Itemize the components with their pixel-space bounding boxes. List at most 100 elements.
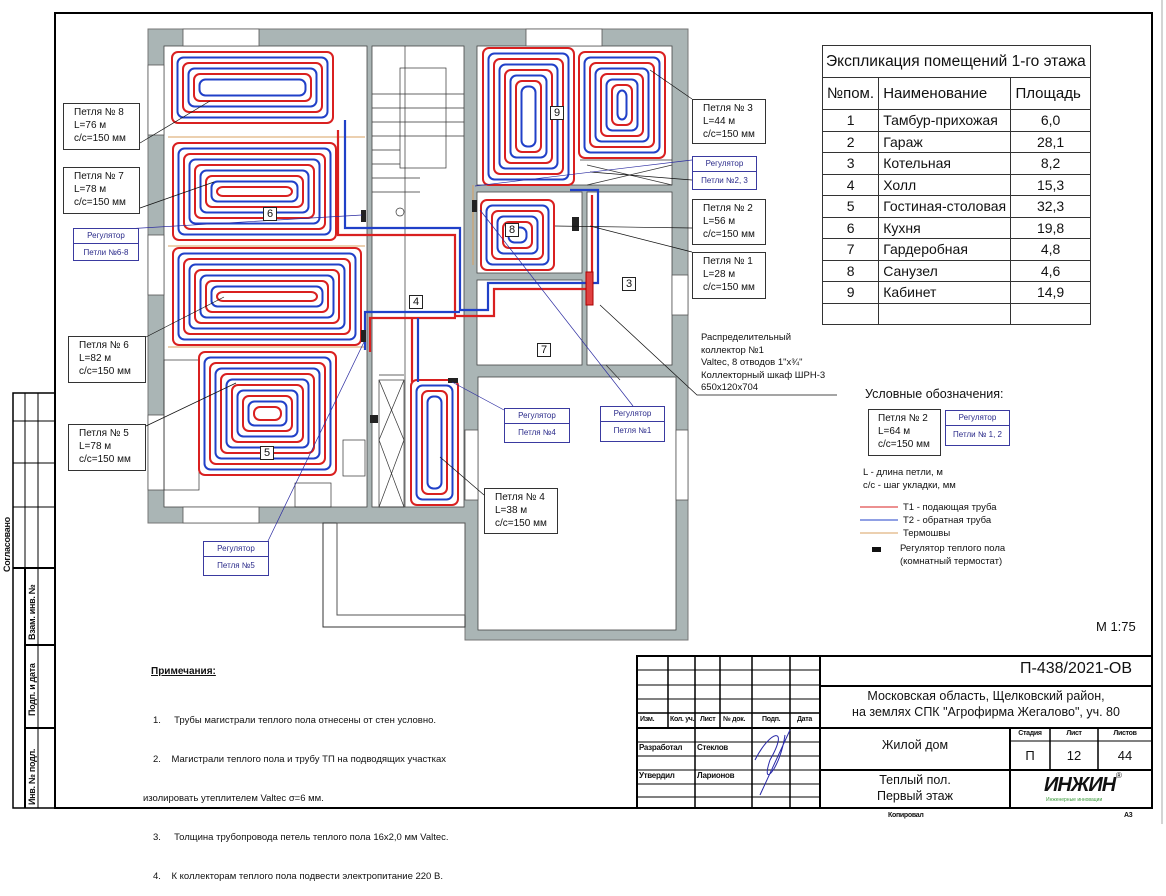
thermostat-symbols [361, 200, 579, 423]
legend-l-desc: L - длина петли, м [863, 467, 943, 478]
room-label-4: 4 [409, 295, 423, 309]
registered-mark: ® [1116, 771, 1122, 780]
drawing-title-1: Теплый пол. [879, 773, 951, 787]
document-code: П-438/2021-ОВ [1020, 660, 1133, 677]
loop-length: L=56 м [703, 216, 736, 227]
loop-name: Петля № 1 [703, 256, 753, 267]
loop-ring [194, 164, 315, 219]
cell-number: 9 [821, 281, 880, 304]
regulator-loops: Петля №4 [518, 428, 556, 437]
company-logo: ИНЖИН [1044, 774, 1116, 796]
room-label-3: 3 [622, 277, 636, 291]
collector-line: Распределительный [701, 332, 792, 343]
loop-ring [520, 85, 537, 148]
legend-seams-text: Термошвы [903, 528, 951, 539]
loop-length: L=28 м [703, 269, 736, 280]
loop-step: с/с=150 мм [703, 129, 755, 140]
cell-area: 15,3 [1010, 173, 1091, 196]
collector-symbol [585, 271, 594, 306]
collector-line: 650x120x704 [701, 382, 759, 393]
loop-ring [589, 62, 655, 148]
loop-ring [600, 73, 644, 137]
regulator-title: Регулятор [693, 157, 756, 172]
loop-ring [187, 67, 318, 108]
loop-ring [482, 47, 575, 186]
cell-area: 14,9 [1010, 281, 1091, 304]
note-item: 4. К коллекторам теплого пола подвести э… [153, 871, 443, 882]
loop-6-pipe [172, 247, 362, 346]
porch-inner [336, 522, 466, 616]
legend-regulator: Регулятор теплого пола (комнатный термос… [900, 543, 1005, 568]
cell-name: Гараж [878, 130, 1012, 153]
loop-ring [426, 395, 443, 490]
loop-ring [198, 351, 337, 476]
stage-value: П [1025, 748, 1035, 763]
stamp-sign-date: Подп. и дата [27, 663, 37, 716]
notes-list: 1. Трубы магистрали теплого пола отнесен… [143, 688, 449, 896]
sheet-value: 12 [1066, 748, 1082, 763]
regulator-wires [73, 159, 693, 542]
side-stamp-frame [12, 392, 56, 809]
loop-3-pipe [578, 51, 666, 159]
legend-cc-desc: с/с - шаг укладки, мм [863, 479, 956, 491]
object-name: Жилой дом [881, 738, 949, 752]
cell-name: Котельная [878, 152, 1012, 175]
col-header-name: Наименование [878, 77, 1012, 110]
loop-ring [188, 158, 321, 225]
col-doc-no: № док. [723, 716, 746, 723]
loop-step: с/с=150 мм [74, 197, 126, 208]
loop-ring [247, 400, 288, 427]
cell-name: Кабинет [878, 281, 1012, 304]
col-izm: Изм. [640, 716, 655, 723]
cell-area: 32,3 [1010, 195, 1091, 218]
room-label-6: 6 [263, 207, 277, 221]
loop-ring [253, 406, 282, 421]
loop-ring [611, 84, 633, 126]
thermal-seams [168, 136, 474, 348]
signature [754, 729, 791, 796]
cell-number: 5 [821, 195, 880, 218]
loop-ring [231, 384, 304, 443]
porch [322, 522, 466, 628]
loop-ring [216, 291, 318, 302]
loop-ring [242, 395, 293, 432]
legend-pipes: Т1 - подающая труба Т2 - обратная труба … [903, 501, 996, 540]
loop-name: Петля № 5 [79, 428, 129, 439]
loop-ring [583, 56, 661, 154]
cell-area: 4,8 [1010, 238, 1091, 261]
regulator-title: Регулятор [946, 411, 1009, 426]
loop-ring [485, 204, 550, 266]
copied-label: Копировал [888, 812, 924, 819]
collector-line: Коллекторный шкаф ШРН-3 [701, 369, 826, 381]
loop-name: Петля № 6 [79, 340, 129, 351]
regulator-title: Регулятор [505, 409, 569, 424]
col-header-number: №пом. [821, 77, 880, 110]
drawing-title: Теплый пол. Первый этаж [820, 772, 1010, 804]
loop-ring [616, 89, 628, 121]
room-label-7: 7 [537, 343, 551, 357]
loop-step: с/с=150 мм [878, 439, 930, 450]
project-address: Московская область, Щелковский район, на… [820, 688, 1152, 720]
loop-ring [205, 175, 304, 208]
loop-ring [177, 252, 357, 341]
loop-length: L=64 м [878, 426, 911, 437]
loop-ring [193, 73, 312, 102]
loop-ring [480, 199, 555, 271]
loop-ring [183, 153, 326, 230]
regulator-title: Регулятор [601, 407, 664, 422]
loop-step: с/с=150 мм [79, 454, 131, 465]
loop-ring [194, 269, 340, 324]
loop-ring [209, 362, 326, 465]
col-sign: Подп. [762, 716, 781, 723]
loop-ring [515, 80, 542, 153]
loop-ring [210, 180, 299, 203]
loop-ring [210, 285, 324, 308]
loop-ring [203, 356, 332, 471]
